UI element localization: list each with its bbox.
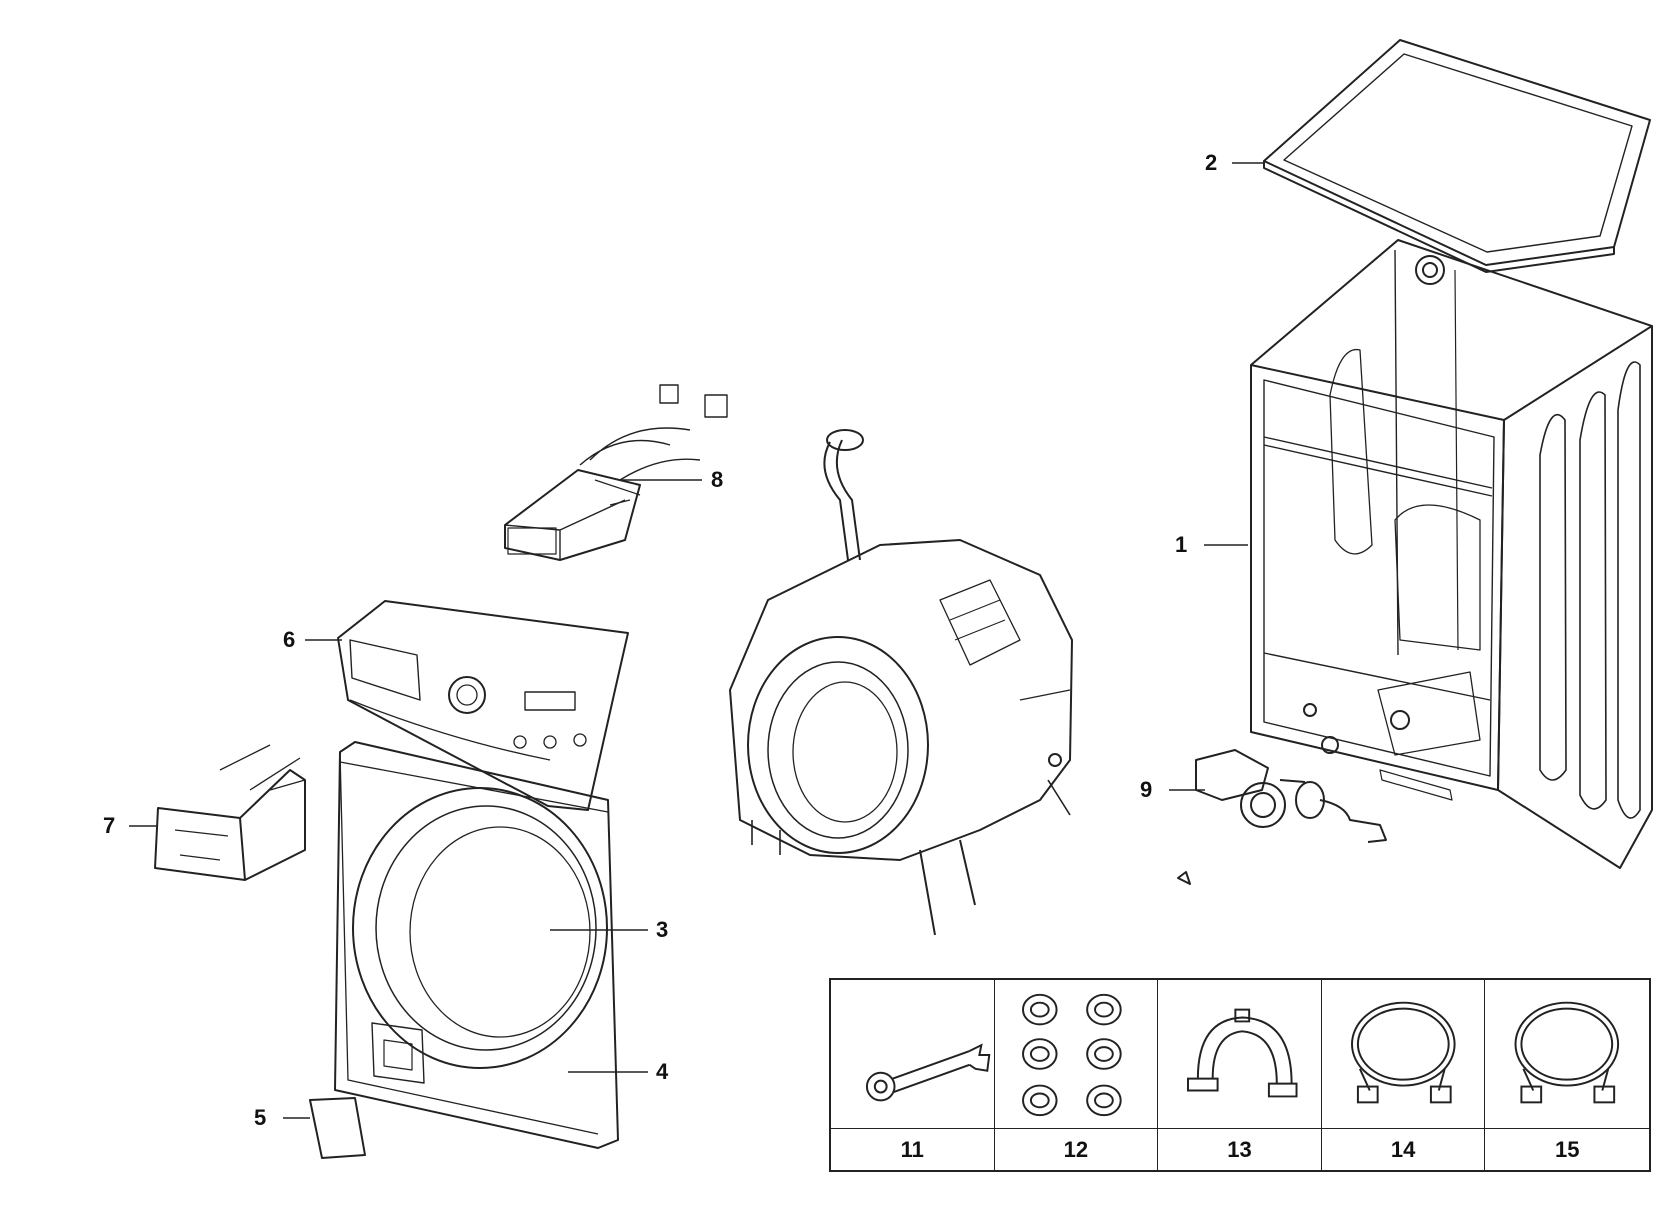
- hose-guide-icon: [1187, 1008, 1298, 1098]
- callout-1: 1: [1175, 532, 1188, 557]
- callout-6: 6: [283, 627, 296, 652]
- accessories-table: 11 12 13 14 15: [829, 978, 1651, 1172]
- callout-3: 3: [656, 917, 669, 942]
- top-cover-part: [1263, 39, 1651, 273]
- door-part: [352, 787, 608, 1084]
- hose-icon: [1350, 1001, 1456, 1104]
- callout-2: 2: [1205, 150, 1218, 175]
- tub-assembly-part: [729, 429, 1073, 936]
- accessory-13-cell: [1158, 980, 1322, 1128]
- front-panel-part: [334, 741, 619, 1149]
- control-panel-part: [337, 600, 629, 811]
- cabinet-part: [1250, 239, 1653, 869]
- caps-icon: [1021, 993, 1122, 1117]
- accessory-15-cell: [1485, 980, 1649, 1128]
- leader-lines: [129, 162, 1264, 1119]
- callout-9: 9: [1140, 777, 1153, 802]
- callout-7: 7: [103, 813, 116, 838]
- accessory-label-12: 12: [994, 1128, 1159, 1170]
- accessory-11-cell: [831, 980, 995, 1128]
- accessory-12-cell: [995, 980, 1159, 1128]
- callout-8: 8: [711, 467, 724, 492]
- filter-cover-part: [309, 1097, 366, 1159]
- callout-5: 5: [254, 1105, 267, 1130]
- accessory-label-15: 15: [1485, 1128, 1649, 1170]
- accessory-label-13: 13: [1158, 1128, 1322, 1170]
- wrench-icon: [865, 1043, 991, 1102]
- accessory-14-cell: [1322, 980, 1486, 1128]
- control-pcb-part: [504, 384, 728, 561]
- hose-icon: [1514, 1001, 1620, 1104]
- drain-pump-part: [1177, 749, 1387, 885]
- detergent-drawer-part: [154, 744, 306, 881]
- callout-4: 4: [656, 1059, 669, 1084]
- accessory-label-11: 11: [831, 1128, 995, 1170]
- accessory-label-14: 14: [1321, 1128, 1486, 1170]
